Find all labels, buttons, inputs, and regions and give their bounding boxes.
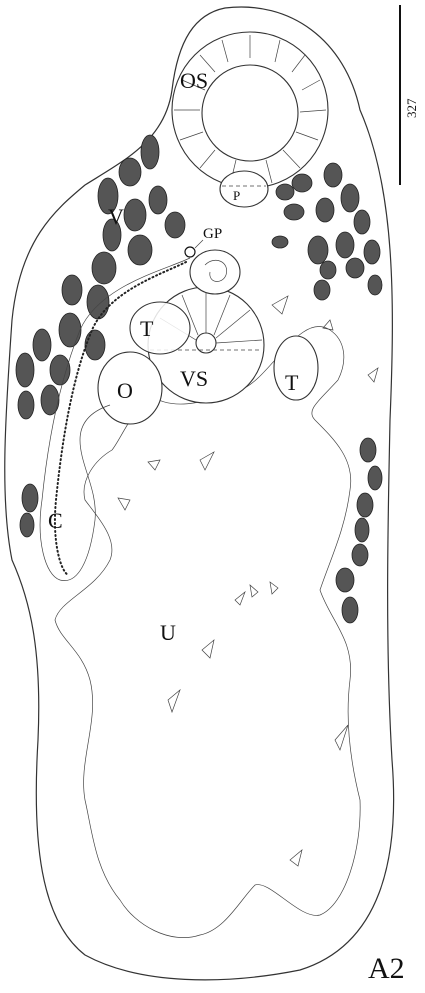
vitellaria-label: V bbox=[108, 204, 124, 229]
pharynx-label: P bbox=[233, 188, 240, 203]
pharynx bbox=[220, 171, 268, 207]
seminal-vesicle bbox=[190, 250, 240, 294]
ventral-sucker-label: VS bbox=[180, 366, 208, 391]
oral-sucker bbox=[172, 32, 328, 188]
panel-label: A2 bbox=[368, 952, 405, 985]
scale-value: 327 bbox=[404, 98, 419, 118]
cirrus-sac-label: C bbox=[48, 508, 63, 533]
ovary-label: O bbox=[117, 378, 133, 403]
genital-pore bbox=[185, 247, 195, 257]
genital-pore-label: GP bbox=[203, 226, 222, 242]
uterus-label: U bbox=[160, 620, 176, 645]
testis-posterior-label: T bbox=[285, 370, 299, 395]
testis-anterior bbox=[130, 302, 190, 354]
oral-sucker-label: OS bbox=[180, 68, 208, 93]
uterus bbox=[55, 326, 360, 937]
testis-anterior-label: T bbox=[140, 316, 154, 341]
